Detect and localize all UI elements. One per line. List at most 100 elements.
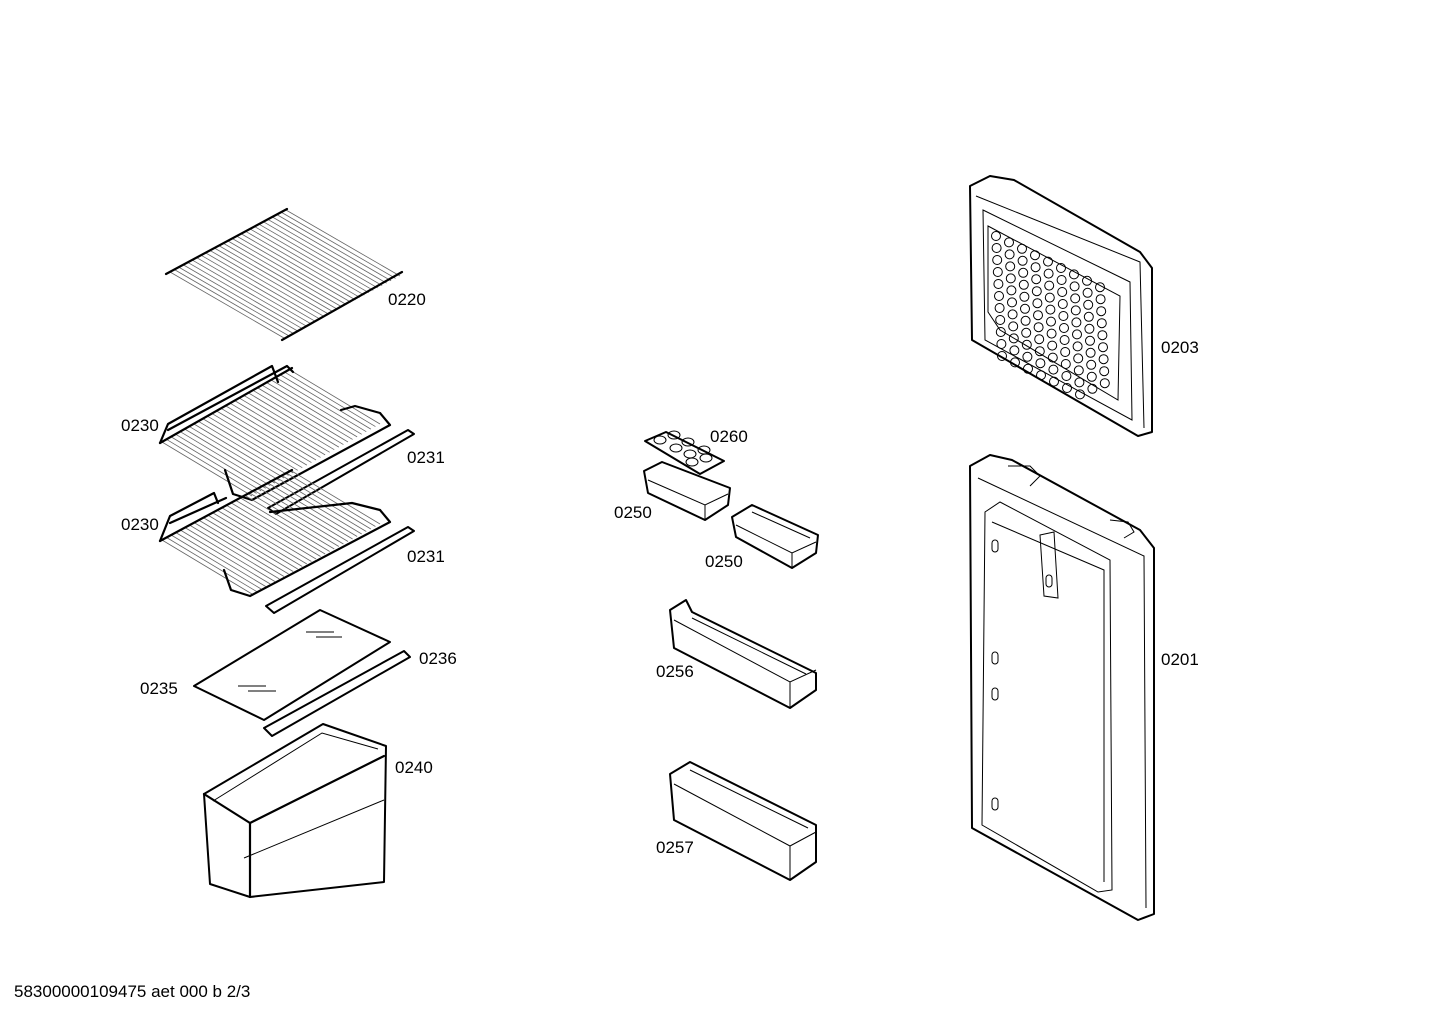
egg-hole	[699, 453, 713, 463]
door-dimple	[1084, 323, 1095, 334]
shelf-wire	[225, 405, 317, 461]
label-0203: 0203	[1161, 338, 1199, 357]
shelf-wire	[253, 390, 344, 445]
door-dimple	[1069, 281, 1080, 292]
shelf-wire	[196, 257, 311, 325]
door-dimple	[1005, 261, 1016, 272]
part-0230-shelf-upper	[158, 364, 392, 502]
door-dimple	[1056, 275, 1067, 285]
shelf-wire	[234, 400, 326, 456]
shelf-wire	[170, 436, 262, 492]
door-dimple	[1074, 377, 1085, 388]
door-dimple	[997, 351, 1007, 361]
shelf-wire	[184, 428, 276, 484]
shelf-wire	[184, 527, 276, 582]
door-dimple	[1004, 237, 1014, 248]
door-dimple	[1044, 280, 1055, 291]
shelf-wire	[193, 522, 285, 577]
door-dimple	[1082, 275, 1092, 286]
shelf-wire	[161, 441, 253, 497]
part-0257-door-bin	[669, 761, 817, 881]
shelf-wire	[285, 372, 376, 427]
shelf-wire	[202, 418, 294, 474]
shelf-wire	[230, 403, 321, 458]
door-dimple	[1010, 357, 1020, 368]
shelf-wire	[170, 534, 262, 590]
door-dimple	[1017, 255, 1028, 266]
label-0250-b: 0250	[705, 552, 743, 571]
shelf-wire	[244, 395, 335, 451]
door-dimple	[1048, 364, 1059, 375]
part-0235-glass-plate	[193, 609, 391, 721]
door-dimple	[1018, 267, 1029, 278]
door-dimple	[994, 291, 1004, 301]
door-dimple	[1047, 340, 1058, 351]
door-dimple	[1007, 297, 1017, 308]
shelf-wire	[248, 492, 340, 547]
door-dimple	[1087, 383, 1098, 394]
shelf-wire	[244, 494, 335, 550]
door-dimple	[1082, 287, 1093, 298]
shelf-wire	[161, 539, 253, 595]
shelf-wire	[245, 231, 361, 298]
part-0230-shelf-lower	[158, 468, 392, 598]
shelf-wire	[169, 271, 285, 339]
door-dimple	[1017, 243, 1027, 254]
shelf-wire	[225, 504, 317, 560]
part-0260-egg-tray	[644, 430, 725, 475]
shelf-wire	[187, 262, 303, 329]
part-0220-wire-shelf	[164, 207, 404, 342]
shelf-wire	[202, 517, 294, 572]
shelf-wire	[207, 514, 298, 570]
shelf-wire	[257, 487, 349, 542]
shelf-wire	[212, 413, 303, 469]
door-dimple	[1032, 298, 1043, 309]
door-dimple	[1086, 359, 1097, 370]
door-dimple	[1095, 294, 1106, 305]
shelf-wire	[280, 474, 372, 530]
door-dimple	[1004, 249, 1015, 260]
door-dimple	[1070, 293, 1081, 304]
door-dimple	[1006, 285, 1017, 296]
label-0257: 0257	[656, 838, 694, 857]
shelf-wire	[183, 264, 298, 332]
shelf-wire	[262, 484, 353, 540]
door-dimple	[1005, 273, 1016, 284]
shelf-wire	[193, 423, 285, 479]
door-dimple	[1070, 305, 1081, 316]
door-dimple	[1046, 328, 1057, 339]
shelf-wire	[239, 497, 330, 552]
label-0235: 0235	[140, 679, 178, 698]
shelf-wire	[248, 392, 340, 448]
shelf-wire	[223, 243, 338, 310]
part-0256-door-bin	[669, 599, 817, 709]
shelf-wire	[280, 374, 372, 430]
label-0236: 0236	[419, 649, 457, 668]
door-dimple	[1033, 322, 1044, 333]
part-0250-small-bin-b	[731, 504, 819, 569]
label-0250-a: 0250	[614, 503, 652, 522]
door-dimple	[995, 327, 1006, 337]
door-dimple	[1083, 299, 1094, 310]
door-dimple	[1045, 304, 1056, 315]
door-dimple	[1019, 291, 1030, 302]
egg-hole	[685, 457, 699, 467]
door-dimple	[1062, 383, 1072, 393]
label-0201: 0201	[1161, 650, 1199, 669]
egg-hole	[653, 435, 667, 445]
drawing-reference-footer: 58300000109475 aet 000 b 2/3	[14, 982, 251, 1001]
shelf-wire	[212, 512, 303, 567]
shelf-wire	[216, 410, 308, 466]
door-dimple	[995, 315, 1006, 325]
door-dimple	[1098, 354, 1109, 365]
door-dimple	[1083, 311, 1094, 322]
shelf-wire	[263, 221, 378, 289]
door-dimple	[1072, 341, 1083, 352]
door-dimple	[1073, 353, 1084, 364]
label-0230-lower: 0230	[121, 515, 159, 534]
door-dimple	[1059, 323, 1069, 333]
door-dimple	[1047, 352, 1058, 363]
door-dimple	[1072, 329, 1082, 340]
shelf-wire	[192, 259, 307, 327]
